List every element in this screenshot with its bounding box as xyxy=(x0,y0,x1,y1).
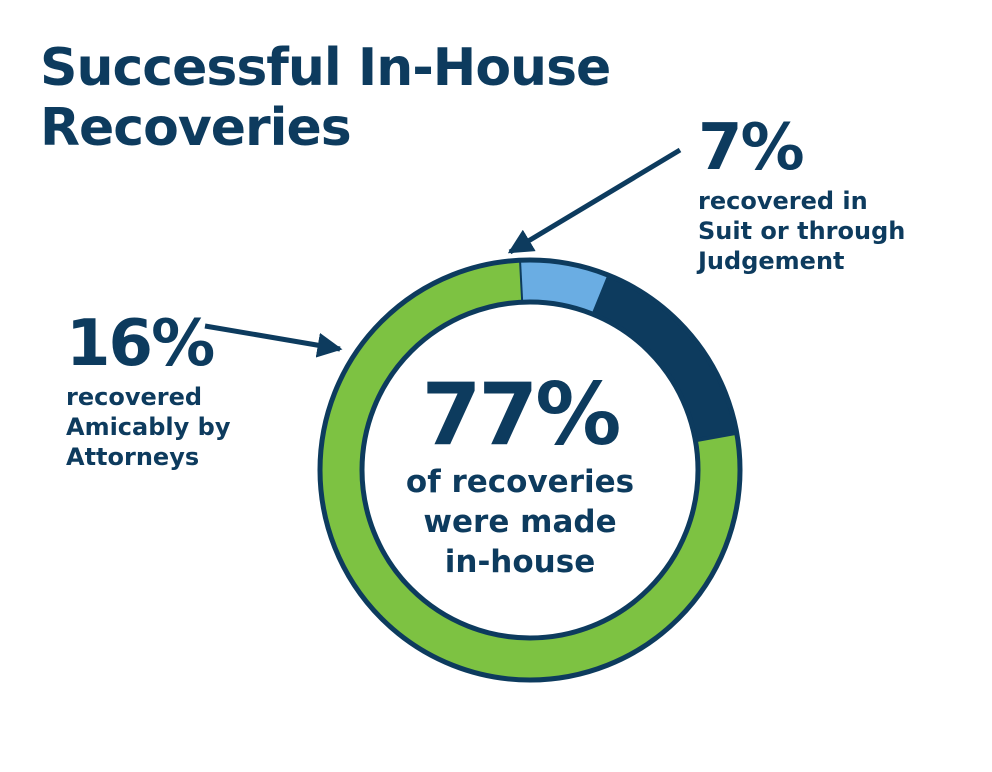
center-description: of recoveries were made in-house xyxy=(365,462,675,582)
callout-suit: 7% recovered in Suit or through Judgemen… xyxy=(698,116,905,276)
callout-attorneys-percent: 16% xyxy=(66,307,215,381)
center-line-2: were made xyxy=(423,504,617,540)
callout-suit-description: recovered in Suit or through Judgement xyxy=(698,186,905,276)
center-line-1: of recoveries xyxy=(405,464,635,500)
donut-slice-2 xyxy=(593,275,737,441)
callout-suit-line-3: Judgement xyxy=(698,247,845,275)
callout-attorneys: 16% recovered Amicably by Attorneys xyxy=(66,312,230,472)
donut-inner-outline xyxy=(359,299,701,641)
donut-outer-outline xyxy=(317,257,743,683)
callout-suit-percent: 7% xyxy=(698,111,805,185)
donut-separator-2 xyxy=(591,274,612,316)
chart-title: Successful In-House Recoveries xyxy=(40,38,611,158)
donut-center-label: 77% of recoveries were made in-house xyxy=(365,372,675,582)
center-percent: 77% xyxy=(421,365,622,465)
donut-separator-3 xyxy=(694,430,738,443)
callout-suit-line-2: Suit or through xyxy=(698,217,906,245)
center-line-3: in-house xyxy=(444,544,596,580)
arrow-attorneys xyxy=(204,323,343,358)
callout-attorneys-line-2: Amicably by xyxy=(66,413,231,441)
callout-attorneys-line-3: Attorneys xyxy=(66,443,200,471)
callout-attorneys-line-1: recovered xyxy=(66,383,203,411)
chart-title-line-2: Recoveries xyxy=(40,98,352,158)
callout-suit-line-1: recovered in xyxy=(698,187,868,215)
chart-title-line-1: Successful In-House xyxy=(40,38,611,98)
arrow-suit xyxy=(507,147,682,255)
callout-attorneys-description: recovered Amicably by Attorneys xyxy=(66,382,230,472)
